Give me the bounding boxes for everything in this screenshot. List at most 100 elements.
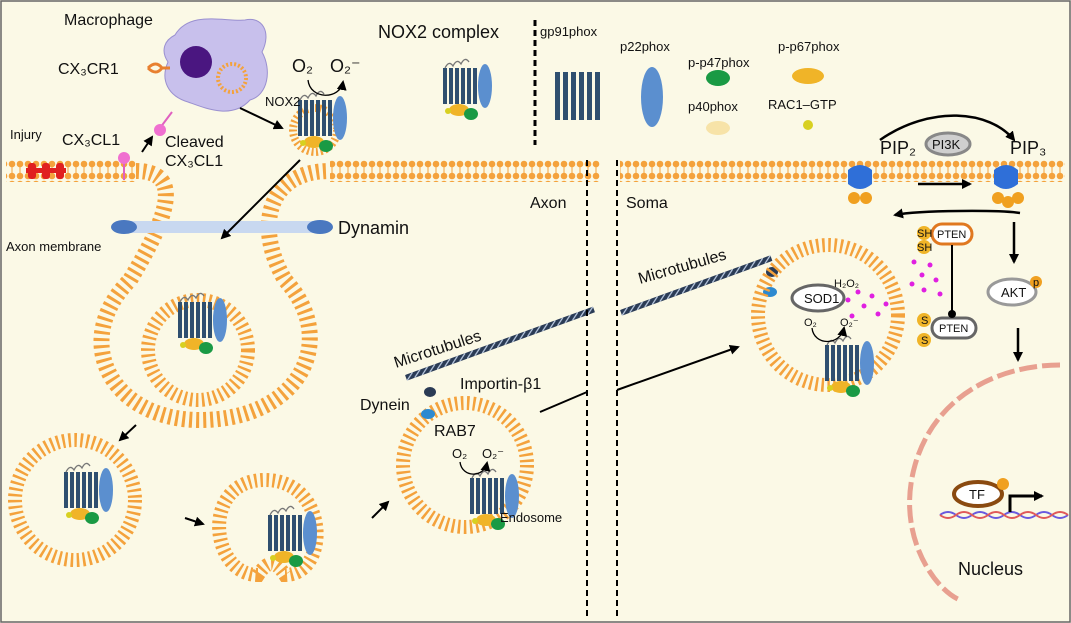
endocytic-vesicle bbox=[141, 293, 255, 407]
arrow-pip2-to-pip3 bbox=[879, 114, 1016, 142]
nox2-complex-label: NOX2 complex bbox=[378, 22, 499, 42]
cx3cl1-ligand bbox=[118, 152, 130, 180]
cx3cl1-label: CX₃CL1 bbox=[62, 132, 120, 149]
o2-sod-label: O₂ bbox=[804, 317, 817, 329]
cx3cr1-label: CX₃CR1 bbox=[58, 61, 119, 78]
tf-factor bbox=[952, 480, 1004, 508]
arrow-o2-endosome bbox=[459, 461, 491, 475]
sh-groups bbox=[917, 226, 931, 254]
arrow-o2-top bbox=[307, 79, 347, 96]
rac1-legend bbox=[803, 120, 813, 130]
arrow-soma-transport bbox=[616, 344, 740, 391]
arrow-to-bottom-left bbox=[118, 424, 137, 442]
pten-active bbox=[930, 222, 974, 246]
transcription-arrow bbox=[1008, 491, 1044, 512]
microtubule-left bbox=[405, 306, 595, 381]
axon-membrane-middle bbox=[330, 160, 600, 182]
pip3-label: PIP₃ bbox=[1010, 138, 1046, 158]
akt-p-label: p bbox=[1033, 277, 1039, 289]
macrophage-vesicle bbox=[216, 62, 248, 94]
akt-phospho bbox=[1030, 276, 1042, 288]
gp91phox-legend bbox=[555, 72, 600, 120]
macrophage-label: Macrophage bbox=[64, 12, 153, 29]
cx3cr1-receptor bbox=[146, 62, 170, 74]
dynamin-right bbox=[307, 220, 333, 234]
arrow-pten-reverse bbox=[893, 208, 1021, 219]
o2minus-sod-label: O₂⁻ bbox=[840, 317, 859, 329]
dynein-label: Dynein bbox=[360, 397, 410, 414]
p40phox-legend bbox=[706, 121, 730, 135]
cleaved-label-line2: CX₃CL1 bbox=[165, 153, 223, 170]
arrow-cleavage bbox=[141, 135, 154, 153]
arrow-endosome-transport bbox=[539, 391, 588, 413]
p67phox-legend bbox=[792, 68, 824, 84]
h2o2-label: H₂O₂ bbox=[834, 278, 859, 290]
soma-label: Soma bbox=[626, 195, 668, 212]
nucleus-envelope bbox=[907, 362, 1061, 603]
p-p67phox-label: p-p67phox bbox=[778, 39, 840, 54]
pten-bottom-label: PTEN bbox=[939, 323, 968, 335]
rab7-label: RAB7 bbox=[434, 423, 476, 440]
pip3-receptor bbox=[992, 165, 1024, 208]
h2o2-dots bbox=[845, 259, 943, 319]
pten-top-label: PTEN bbox=[937, 229, 966, 241]
arrow-to-endosome bbox=[371, 500, 390, 519]
axon-label: Axon bbox=[530, 195, 566, 212]
p22phox-legend bbox=[641, 67, 663, 127]
sod1-label: SOD1 bbox=[804, 291, 839, 306]
akt-label: AKT bbox=[1001, 285, 1026, 300]
injury-marker bbox=[26, 163, 66, 179]
pip2-receptor bbox=[848, 165, 872, 204]
arrow-to-fusing bbox=[184, 516, 205, 527]
p47phox-legend bbox=[706, 70, 730, 86]
injury-label: Injury bbox=[10, 127, 42, 142]
invagination-membrane bbox=[93, 163, 331, 429]
arrow-o2-sod bbox=[811, 326, 848, 343]
cleaved-cx3cl1 bbox=[154, 111, 173, 136]
endosome-vesicle bbox=[396, 396, 534, 534]
vesicle-bottom-left bbox=[8, 433, 142, 567]
tf-phospho bbox=[997, 478, 1009, 490]
o2minus-top-label: O₂⁻ bbox=[330, 56, 361, 76]
axon-membrane-left bbox=[6, 160, 136, 182]
rac1-gtp-label: RAC1–GTP bbox=[768, 97, 837, 112]
pi3k-enzyme bbox=[924, 131, 972, 157]
akt-kinase bbox=[986, 277, 1038, 307]
o2-top-label: O₂ bbox=[292, 56, 313, 76]
s1-label: S bbox=[921, 315, 928, 327]
endosome-label: Endosome bbox=[500, 510, 562, 525]
microtubule-right bbox=[620, 255, 773, 316]
soma-membrane bbox=[620, 160, 1065, 182]
importin-label: Importin-β1 bbox=[460, 376, 541, 393]
gp91phox-label: gp91phox bbox=[540, 24, 598, 39]
macrophage-nucleus bbox=[180, 46, 212, 78]
pi3k-label: PI3K bbox=[932, 137, 961, 152]
dynamin-bar bbox=[126, 221, 320, 233]
nucleus-label: Nucleus bbox=[958, 559, 1023, 579]
tf-label: TF bbox=[969, 487, 985, 502]
o2minus-endosome-label: O₂⁻ bbox=[482, 446, 504, 461]
sh2-label: SH bbox=[917, 242, 932, 254]
dynamin-left bbox=[111, 220, 137, 234]
nox2-label: NOX2 bbox=[265, 94, 300, 109]
dynamin-label: Dynamin bbox=[338, 218, 409, 238]
pten-inactive bbox=[930, 316, 978, 340]
macrophage-cell bbox=[163, 18, 268, 112]
pip2-label: PIP₂ bbox=[880, 138, 916, 158]
s2-label: S bbox=[921, 335, 928, 347]
cleaved-label-line1: Cleaved bbox=[165, 134, 224, 151]
sod1-enzyme bbox=[790, 283, 846, 313]
p-p47phox-label: p-p47phox bbox=[688, 55, 750, 70]
dynein-motor bbox=[421, 387, 436, 419]
p40phox-label: p40phox bbox=[688, 99, 738, 114]
o2-endosome-label: O₂ bbox=[452, 446, 467, 461]
p22phox-label: p22phox bbox=[620, 39, 670, 54]
dna-strand-2 bbox=[939, 511, 1069, 519]
axon-membrane-label: Axon membrane bbox=[6, 239, 101, 254]
s-groups bbox=[917, 313, 931, 347]
sh1-label: SH bbox=[917, 228, 932, 240]
soma-vesicle bbox=[751, 238, 905, 392]
arrow-nox2-to-invagination bbox=[220, 159, 301, 240]
